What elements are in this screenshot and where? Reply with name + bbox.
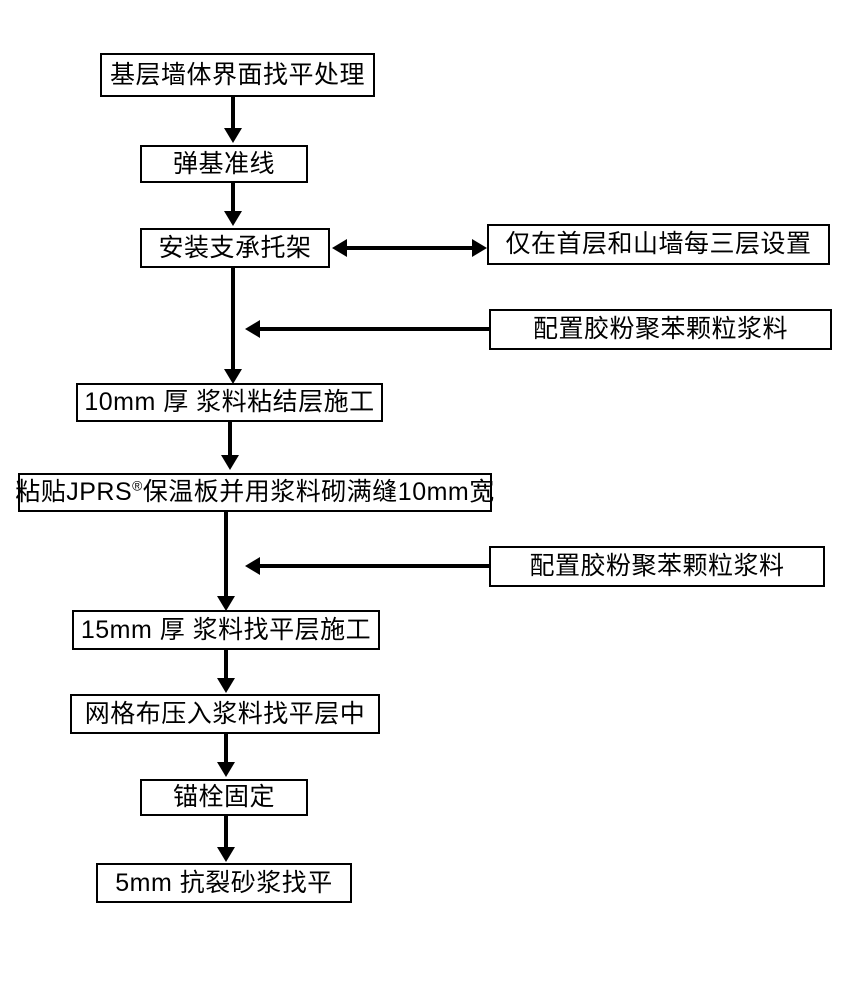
connector-n4-n5-line <box>228 422 232 457</box>
connector-n2-n3-arrowhead-icon <box>224 211 242 226</box>
connector-n7-n8-line <box>224 734 228 764</box>
side-note-mortar-prep-upper[interactable]: 配置胶粉聚苯颗粒浆料 <box>489 309 832 350</box>
node-15mm-leveling-layer[interactable]: 15mm 厚 浆料找平层施工 <box>72 610 380 650</box>
side-note-label: 配置胶粉聚苯颗粒浆料 <box>529 552 785 580</box>
connector-n3-n4-arrowhead-icon <box>224 369 242 384</box>
node-paste-jprs-insulation-board[interactable]: 粘贴JPRS®保温板并用浆料砌满缝10mm宽 <box>15 473 495 512</box>
connector-n5-n6-line <box>224 512 228 598</box>
side-note-label: 配置胶粉聚苯颗粒浆料 <box>532 315 788 343</box>
node-label: 网格布压入浆料找平层中 <box>84 699 366 728</box>
side-note-mortar-prep-lower[interactable]: 配置胶粉聚苯颗粒浆料 <box>489 546 825 587</box>
node-label: 安装支承托架 <box>158 233 312 262</box>
connector-n8-n9-line <box>224 816 228 849</box>
node-10mm-bonding-layer[interactable]: 10mm 厚 浆料粘结层施工 <box>76 383 383 422</box>
connector-n1-n2-line <box>231 97 235 130</box>
node-label: 基层墙体界面找平处理 <box>109 60 365 89</box>
connector-n7-n8-arrowhead-icon <box>217 762 235 777</box>
connector-n8-n9-arrowhead-icon <box>217 847 235 862</box>
node-label-composite: 粘贴JPRS®保温板并用浆料砌满缝10mm宽 <box>15 478 495 506</box>
node-label: 15mm 厚 浆料找平层施工 <box>80 615 372 644</box>
node-label: 10mm 厚 浆料粘结层施工 <box>84 388 375 416</box>
node-5mm-anticrack-mortar[interactable]: 5mm 抗裂砂浆找平 <box>96 863 352 903</box>
node-label: 5mm 抗裂砂浆找平 <box>115 868 333 897</box>
connector-n3-s1-line <box>345 246 479 250</box>
node-snap-baseline[interactable]: 弹基准线 <box>140 145 308 183</box>
node-label-prefix: 粘贴JPRS <box>15 478 133 506</box>
node-substrate-leveling[interactable]: 基层墙体界面找平处理 <box>100 53 375 97</box>
connector-n3-s1-arrowhead-right-icon <box>472 239 487 257</box>
node-mesh-embedded-in-leveling[interactable]: 网格布压入浆料找平层中 <box>70 694 380 734</box>
node-label: 弹基准线 <box>172 149 275 178</box>
node-install-support-bracket[interactable]: 安装支承托架 <box>140 228 330 268</box>
connector-n2-n3-line <box>231 183 235 213</box>
node-label: 锚栓固定 <box>172 783 275 811</box>
node-label-suffix: 保温板并用浆料砌满缝10mm宽 <box>142 478 495 506</box>
connector-n3-s1-arrowhead-left-icon <box>332 239 347 257</box>
registered-trademark-icon: ® <box>132 478 143 494</box>
connector-n5-n6-arrowhead-icon <box>217 596 235 611</box>
connector-n6-n7-line <box>224 650 228 680</box>
connector-n1-n2-arrowhead-icon <box>224 128 242 143</box>
side-note-bracket-placement[interactable]: 仅在首层和山墙每三层设置 <box>487 224 830 265</box>
connector-s3-trunk-line <box>258 564 489 568</box>
side-note-label: 仅在首层和山墙每三层设置 <box>505 230 812 258</box>
connector-s2-arrowhead-icon <box>245 320 260 338</box>
node-anchor-bolt-fixing[interactable]: 锚栓固定 <box>140 779 308 816</box>
connector-s3-arrowhead-icon <box>245 557 260 575</box>
connector-n6-n7-arrowhead-icon <box>217 678 235 693</box>
connector-n3-n4-line <box>231 268 235 371</box>
connector-s2-trunk-line <box>258 327 489 331</box>
connector-n4-n5-arrowhead-icon <box>221 455 239 470</box>
